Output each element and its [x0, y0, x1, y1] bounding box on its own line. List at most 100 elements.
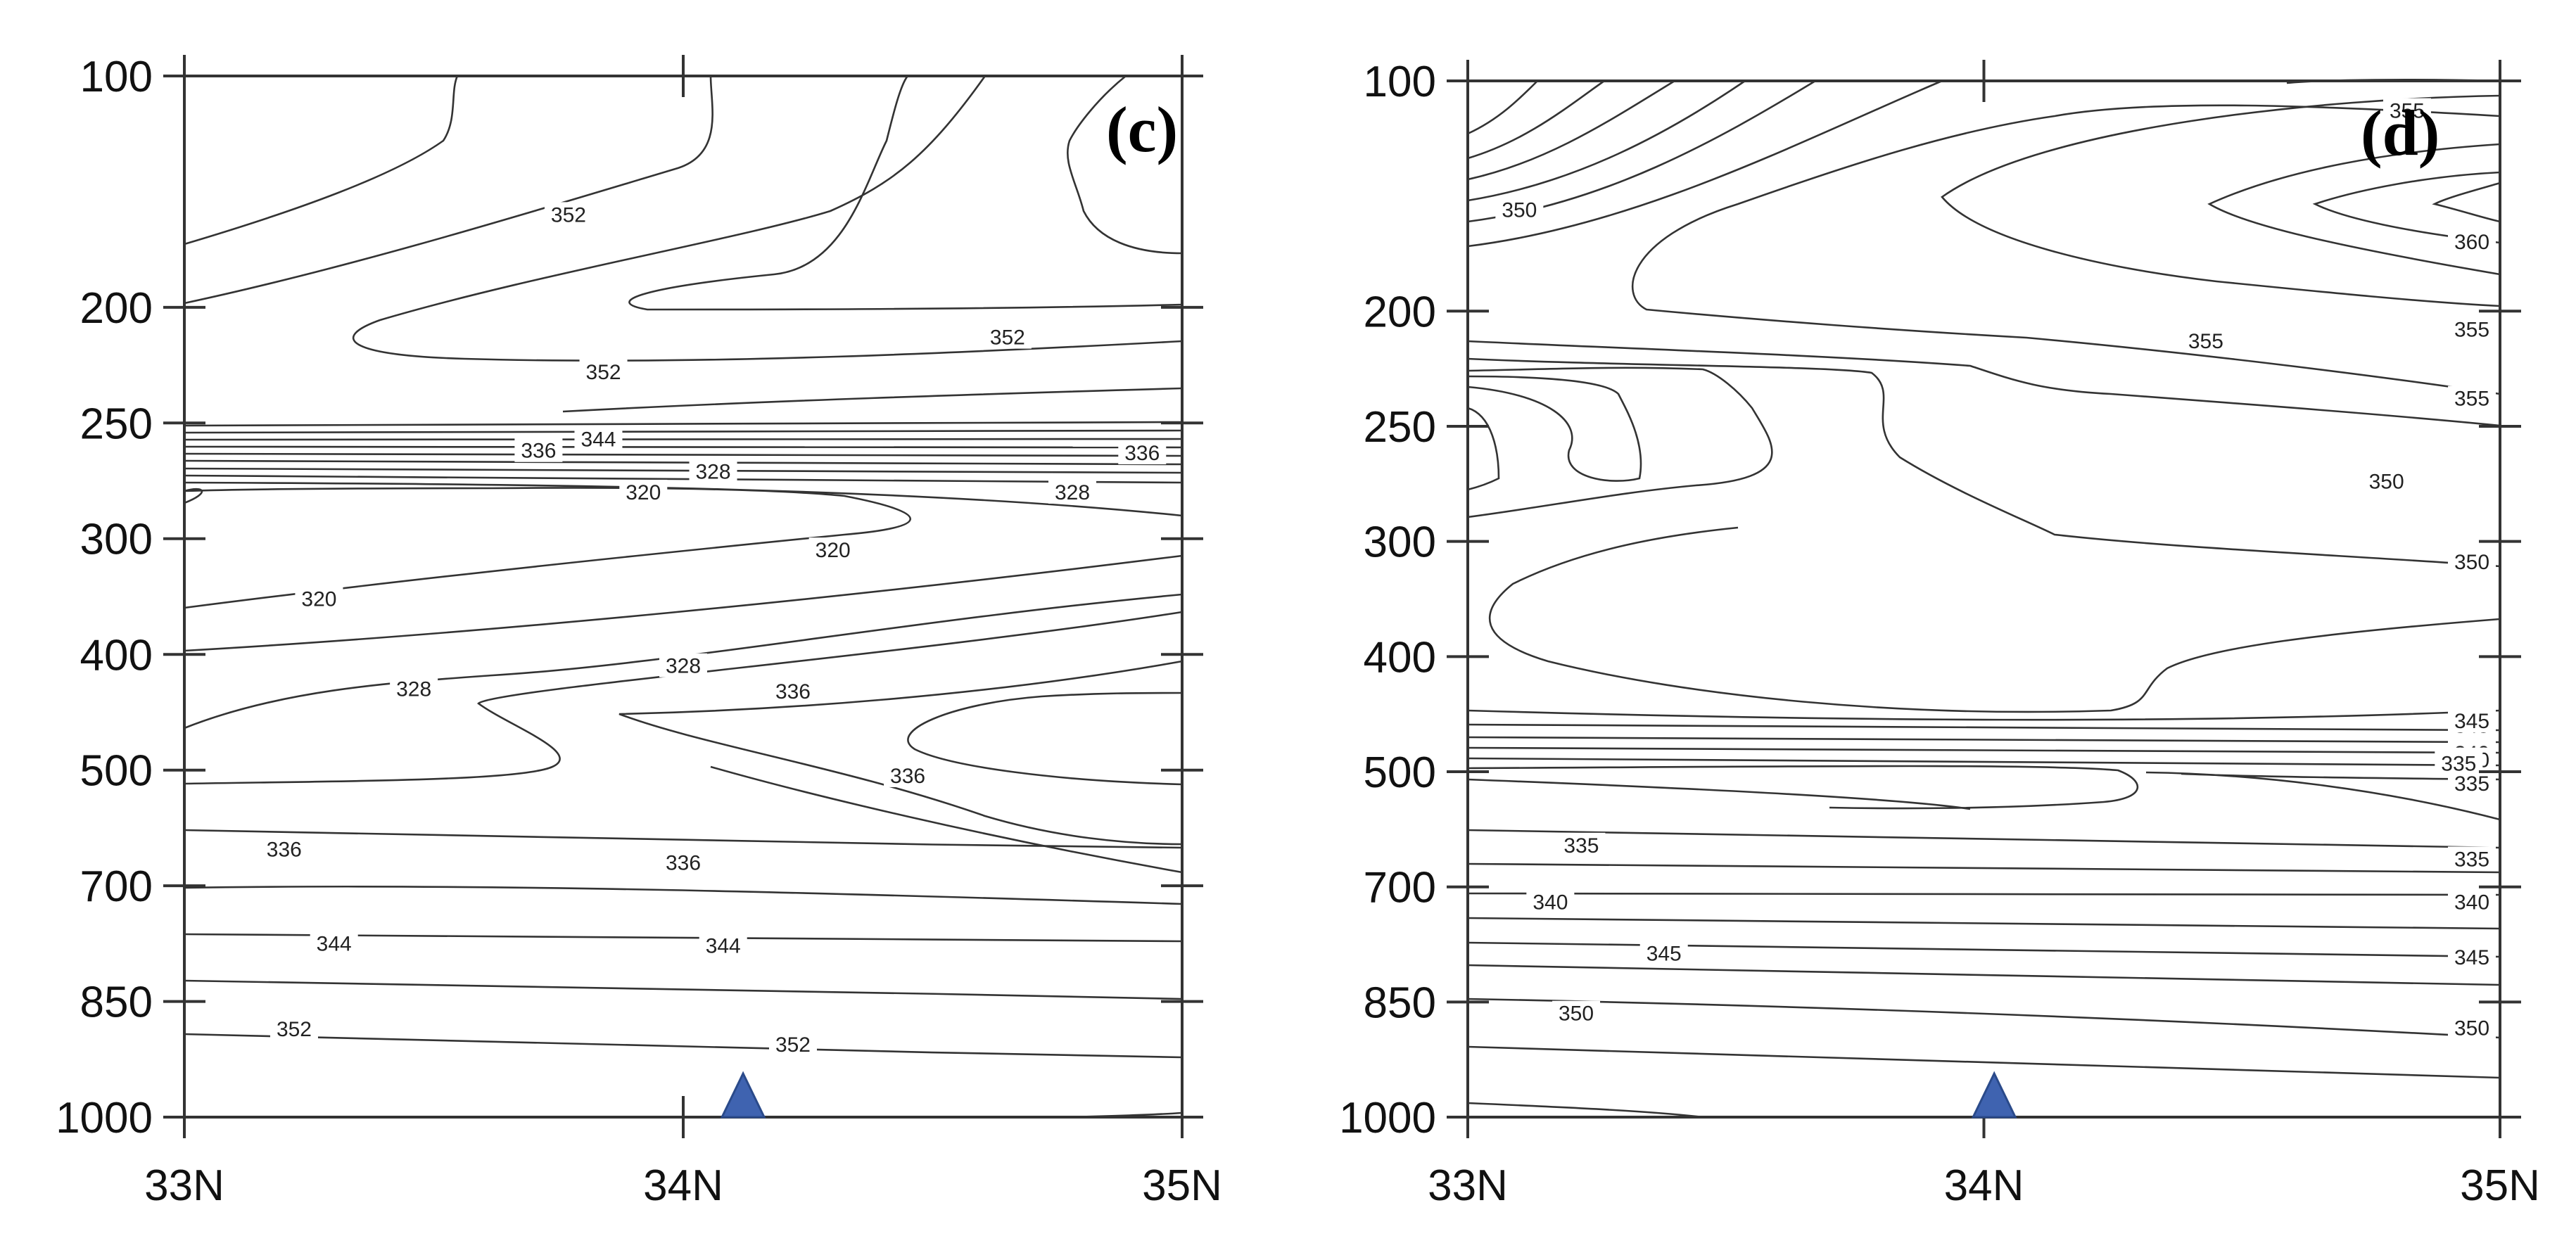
- contour-label-text: 320: [301, 587, 336, 611]
- contour-label-text: 355: [2188, 330, 2223, 353]
- contour-label-bg: [1557, 832, 1606, 857]
- contour-label-text: 336: [1124, 442, 1160, 465]
- contour-label: 344: [574, 426, 623, 451]
- contour-label-bg: [2362, 469, 2411, 493]
- y-tick-label: 100: [1364, 58, 1436, 106]
- contour-line: [184, 459, 1183, 466]
- contour-label: 340: [2448, 889, 2496, 915]
- contour-line: [1467, 1102, 1703, 1119]
- contour-line: [1467, 765, 2139, 810]
- contour-label-bg: [659, 653, 707, 677]
- station-triangle-marker: [720, 1071, 766, 1119]
- contour-label-bg: [768, 1031, 817, 1056]
- y-tick-label: 250: [80, 400, 153, 448]
- contour-label-text: 352: [551, 203, 586, 227]
- contour-label-text: 336: [267, 838, 302, 861]
- panel-label-d: (d): [2361, 97, 2439, 169]
- contour-line: [1467, 757, 2501, 767]
- panel-c: 3523523523443363283203363283203203283283…: [56, 53, 1222, 1210]
- contour-line: [1467, 367, 1773, 518]
- contour-label: 328: [390, 676, 438, 701]
- contour-label: 350: [1495, 197, 1544, 222]
- contour-label-bg: [390, 676, 438, 701]
- contour-label-bg: [1552, 1000, 1601, 1025]
- contour-label-bg: [574, 426, 623, 451]
- contour-label: 335: [1557, 832, 1606, 858]
- contour-label-text: 328: [666, 655, 701, 678]
- contour-label-text: 335: [1563, 834, 1599, 858]
- y-tick-label: 1000: [56, 1094, 153, 1142]
- contour-line: [1467, 79, 1605, 160]
- contour-label: 335: [2448, 846, 2496, 871]
- contour-label-text: 360: [2454, 231, 2489, 254]
- y-tick-label: 250: [1364, 403, 1436, 452]
- panel-d-contours: [1467, 79, 2501, 1119]
- panel-d: 3553503603553553553503503453453403403353…: [1339, 58, 2540, 1210]
- contour-label: 320: [295, 586, 343, 611]
- y-tick-label: 200: [80, 284, 153, 333]
- contour-line: [184, 481, 1183, 517]
- x-tick-label: 33N: [1428, 1161, 1508, 1210]
- contour-line: [184, 593, 1183, 730]
- contour-line: [184, 1033, 1183, 1059]
- contour-line: [618, 660, 1183, 846]
- contour-label-text: 336: [775, 680, 811, 703]
- contour-label-text: 328: [1055, 481, 1090, 504]
- contour-line: [184, 75, 713, 305]
- contour-label: 350: [2362, 469, 2411, 494]
- contour-label-text: 352: [775, 1033, 811, 1057]
- contour-line: [1488, 526, 2501, 713]
- contour-line: [2207, 143, 2501, 276]
- contour-label-text: 352: [586, 361, 621, 384]
- y-tick-label: 500: [80, 747, 153, 796]
- y-tick-label: 850: [80, 979, 153, 1027]
- contour-label: 336: [514, 438, 563, 463]
- contour-label-bg: [2383, 98, 2431, 122]
- contour-label: 355: [2448, 386, 2496, 411]
- contour-label: 352: [544, 202, 592, 227]
- contour-label-bg: [1639, 941, 1688, 965]
- contour-label-text: 350: [2454, 1017, 2489, 1040]
- contour-line: [1467, 778, 1971, 810]
- contour-label-text: 355: [2454, 318, 2489, 341]
- contour-label: 328: [689, 459, 737, 483]
- contour-label-text: 320: [816, 539, 851, 562]
- station-triangle-marker: [1971, 1071, 2017, 1119]
- contour-line: [1467, 941, 2501, 958]
- contour-label: 360: [2448, 229, 2496, 254]
- contour-label: 340: [1526, 889, 1575, 915]
- contour-label: 345: [2448, 945, 2496, 969]
- y-tick-label: 300: [1364, 518, 1436, 567]
- contour-label-bg: [2448, 846, 2496, 871]
- contour-label: 345: [1639, 941, 1688, 966]
- contour-line: [1467, 1045, 2501, 1079]
- y-tick-label: 400: [1364, 633, 1436, 682]
- contour-label-bg: [1118, 440, 1167, 465]
- contour-label: 352: [768, 1031, 817, 1057]
- contour-label: 350: [2448, 1015, 2496, 1040]
- y-tick-label: 700: [1364, 864, 1436, 912]
- contour-line: [184, 452, 1183, 457]
- contour-line: [184, 885, 1183, 905]
- contour-label-bg: [544, 202, 592, 227]
- contour-line: [1467, 998, 2501, 1039]
- contour-label: 336: [659, 850, 707, 874]
- y-tick-label: 400: [80, 631, 153, 680]
- contour-label-text: 350: [1502, 198, 1537, 222]
- contour-line: [1467, 79, 1746, 202]
- contour-label-text: 344: [580, 428, 616, 451]
- contour-line: [1467, 357, 2501, 568]
- contour-label-text: 340: [2454, 891, 2489, 915]
- x-tick-label: 35N: [2460, 1161, 2540, 1210]
- contour-line: [1467, 407, 1500, 491]
- contour-line: [710, 765, 1183, 874]
- contour-label-text: 352: [990, 326, 1025, 350]
- contour-label: 350: [1552, 1000, 1601, 1026]
- contour-label-bg: [1048, 479, 1097, 504]
- contour-line: [1467, 964, 2501, 986]
- contour-label-bg: [260, 836, 308, 861]
- y-tick-label: 850: [1364, 979, 1436, 1027]
- contour-line: [1467, 736, 2501, 744]
